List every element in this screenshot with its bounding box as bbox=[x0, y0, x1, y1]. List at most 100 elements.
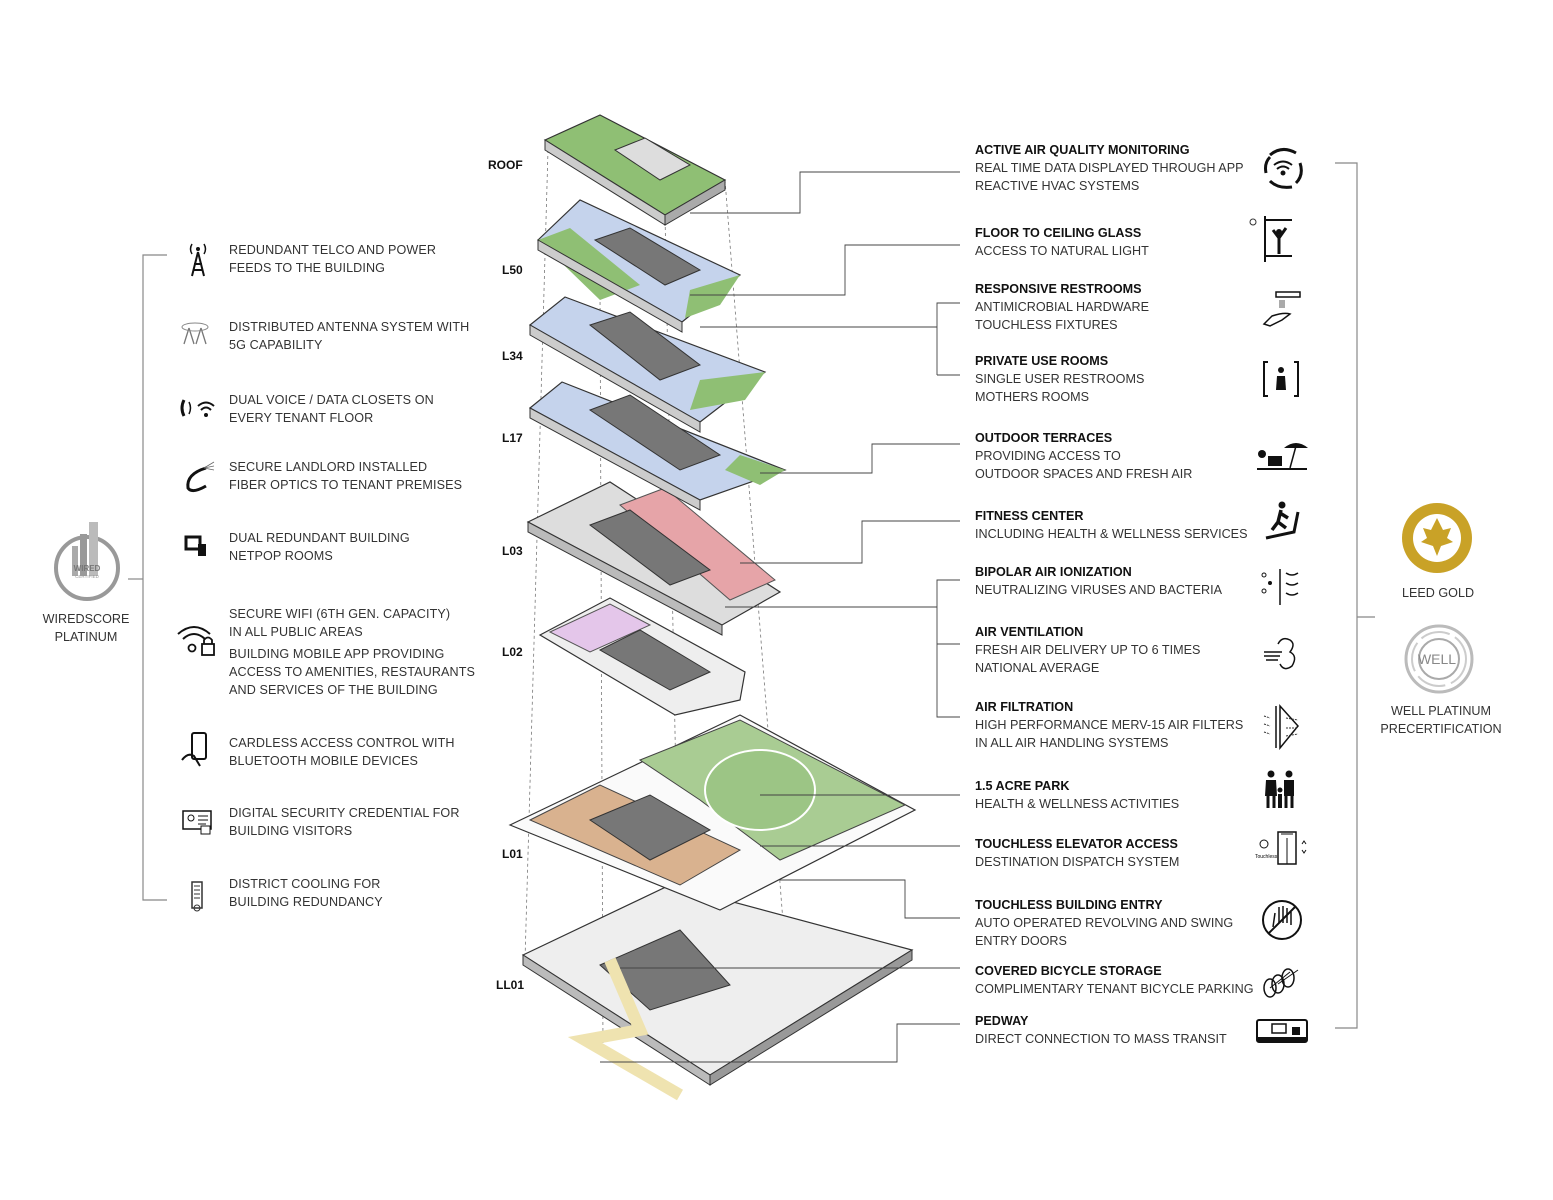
item-line: HIGH PERFORMANCE MERV-15 AIR FILTERS bbox=[975, 718, 1244, 732]
leed-gold-label: LEED GOLD bbox=[1401, 586, 1475, 600]
svg-text:CERTIFIED: CERTIFIED bbox=[75, 574, 99, 579]
left-item-antenna: DISTRIBUTED ANTENNA SYSTEM WITH 5G CAPABI… bbox=[229, 318, 469, 354]
item-line: AUTO OPERATED REVOLVING AND SWING bbox=[975, 916, 1234, 930]
touchless-text: Touchless bbox=[1255, 854, 1278, 860]
item-line: BUILDING VISITORS bbox=[229, 824, 353, 838]
left-item-cardless: CARDLESS ACCESS CONTROL WITH BLUETOOTH MO… bbox=[229, 734, 455, 770]
svg-text:WELL: WELL bbox=[1418, 651, 1456, 667]
left-item-credential: DIGITAL SECURITY CREDENTIAL FOR BUILDING … bbox=[229, 804, 460, 840]
item-line: BLUETOOTH MOBILE DEVICES bbox=[229, 754, 419, 768]
touchless-elevator-icon: Touchless bbox=[1254, 830, 1310, 870]
right-item-elevator: TOUCHLESS ELEVATOR ACCESS DESTINATION DIS… bbox=[975, 835, 1179, 871]
terrace-umbrella-icon bbox=[1256, 438, 1310, 478]
item-title: ACTIVE AIR QUALITY MONITORING bbox=[975, 143, 1190, 157]
item-line: INCLUDING HEALTH & WELLNESS SERVICES bbox=[975, 527, 1248, 541]
right-item-glass: FLOOR TO CEILING GLASS ACCESS TO NATURAL … bbox=[975, 224, 1149, 260]
right-item-ventilation: AIR VENTILATION FRESH AIR DELIVERY UP TO … bbox=[975, 623, 1200, 677]
touchless-faucet-icon bbox=[1262, 290, 1302, 330]
antenna-5g-icon bbox=[180, 320, 220, 360]
right-item-filtration: AIR FILTRATION HIGH PERFORMANCE MERV-15 A… bbox=[975, 698, 1243, 752]
family-park-icon bbox=[1262, 770, 1302, 810]
well-platinum-logo: WELL bbox=[1403, 622, 1477, 696]
item-line: NETPOP ROOMS bbox=[229, 549, 333, 563]
item-line: SECURE LANDLORD INSTALLED bbox=[229, 460, 428, 474]
item-title: FLOOR TO CEILING GLASS bbox=[975, 226, 1142, 240]
natural-light-icon bbox=[1246, 214, 1302, 266]
item-title: 1.5 ACRE PARK bbox=[975, 779, 1070, 793]
item-title: FITNESS CENTER bbox=[975, 509, 1084, 523]
item-line: DIGITAL SECURITY CREDENTIAL FOR bbox=[229, 806, 460, 820]
left-item-mobile-app: BUILDING MOBILE APP PROVIDING ACCESS TO A… bbox=[229, 645, 475, 699]
item-title: AIR FILTRATION bbox=[975, 700, 1074, 714]
item-line: FEEDS TO THE BUILDING bbox=[229, 261, 386, 275]
floor-l34-slab bbox=[528, 296, 767, 433]
item-title: AIR VENTILATION bbox=[975, 625, 1084, 639]
item-line: REAL TIME DATA DISPLAYED THROUGH APP bbox=[975, 161, 1244, 175]
item-title: TOUCHLESS ELEVATOR ACCESS bbox=[975, 837, 1178, 851]
left-item-wifi: SECURE WIFI (6TH GEN. CAPACITY)IN ALL PU… bbox=[229, 605, 450, 641]
air-ventilation-icon bbox=[1262, 634, 1302, 674]
item-line: ACCESS TO NATURAL LIGHT bbox=[975, 244, 1149, 258]
right-bracket bbox=[1335, 162, 1375, 1029]
item-line: FIBER OPTICS TO TENANT PREMISES bbox=[229, 478, 463, 492]
wiredscore-label: WIREDSCORE PLATINUM bbox=[26, 610, 146, 646]
item-line: CARDLESS ACCESS CONTROL WITH bbox=[229, 736, 455, 750]
treadmill-icon bbox=[1264, 500, 1304, 540]
left-item-telco: REDUNDANT TELCO AND POWER FEEDS TO THE BU… bbox=[229, 241, 436, 277]
item-title: PRIVATE USE ROOMS bbox=[975, 354, 1109, 368]
left-item-netpop: DUAL REDUNDANT BUILDING NETPOP ROOMS bbox=[229, 529, 410, 565]
item-line: ENTRY DOORS bbox=[975, 934, 1067, 948]
item-line: SECURE WIFI (6TH GEN. CAPACITY) bbox=[229, 607, 451, 621]
air-ionization-icon bbox=[1258, 565, 1299, 605]
floor-label-l17: L17 bbox=[502, 431, 523, 445]
item-line: 5G CAPABILITY bbox=[229, 338, 323, 352]
item-line: DESTINATION DISPATCH SYSTEM bbox=[975, 855, 1180, 869]
air-quality-icon bbox=[1262, 145, 1303, 189]
floor-ll01-slab bbox=[521, 884, 914, 1101]
item-line: COMPLIMENTARY TENANT BICYCLE PARKING bbox=[975, 982, 1254, 996]
right-item-fitness: FITNESS CENTER INCLUDING HEALTH & WELLNES… bbox=[975, 507, 1247, 543]
svg-text:WIRED: WIRED bbox=[74, 564, 101, 573]
floor-label-l50: L50 bbox=[502, 263, 523, 277]
badge-label-line: WELL PLATINUM bbox=[1390, 704, 1492, 718]
item-line: DIRECT CONNECTION TO MASS TRANSIT bbox=[975, 1032, 1227, 1046]
wiredscore-logo: WIRED CERTIFIED bbox=[52, 518, 122, 602]
item-title: PEDWAY bbox=[975, 1014, 1029, 1028]
item-line: ACCESS TO AMENITIES, RESTAURANTS bbox=[229, 665, 476, 679]
item-line: DUAL REDUNDANT BUILDING bbox=[229, 531, 410, 545]
item-line: DUAL VOICE / DATA CLOSETS ON bbox=[229, 393, 434, 407]
leader-lines bbox=[600, 171, 960, 1063]
badge-label-line: PRECERTIFICATION bbox=[1380, 722, 1502, 736]
private-room-icon bbox=[1262, 360, 1302, 400]
item-line: EVERY TENANT FLOOR bbox=[229, 411, 374, 425]
floor-l02-slab bbox=[538, 597, 746, 716]
floor-label-roof: ROOF bbox=[488, 158, 523, 172]
item-line: DISTRIBUTED ANTENNA SYSTEM WITH bbox=[229, 320, 470, 334]
item-title: TOUCHLESS BUILDING ENTRY bbox=[975, 898, 1163, 912]
right-item-pedway: PEDWAY DIRECT CONNECTION TO MASS TRANSIT bbox=[975, 1012, 1227, 1048]
bicycle-icon bbox=[1260, 962, 1306, 1002]
item-line: BUILDING MOBILE APP PROVIDING bbox=[229, 647, 445, 661]
item-title: OUTDOOR TERRACES bbox=[975, 431, 1113, 445]
item-line: NATIONAL AVERAGE bbox=[975, 661, 1100, 675]
item-title: BIPOLAR AIR IONIZATION bbox=[975, 565, 1132, 579]
floor-l03-slab bbox=[526, 481, 782, 636]
air-filter-icon bbox=[1262, 704, 1302, 750]
floor-label-l03: L03 bbox=[502, 544, 523, 558]
item-line: BUILDING REDUNDANCY bbox=[229, 895, 383, 909]
item-line: TOUCHLESS FIXTURES bbox=[975, 318, 1118, 332]
right-item-air-quality: ACTIVE AIR QUALITY MONITORING REAL TIME D… bbox=[975, 141, 1244, 195]
floor-label-l34: L34 bbox=[502, 349, 523, 363]
item-line: REDUNDANT TELCO AND POWER bbox=[229, 243, 437, 257]
voice-data-icon bbox=[180, 396, 220, 436]
item-line: HEALTH & WELLNESS ACTIVITIES bbox=[975, 797, 1180, 811]
item-line: IN ALL AIR HANDLING SYSTEMS bbox=[975, 736, 1169, 750]
item-line: FRESH AIR DELIVERY UP TO 6 TIMES bbox=[975, 643, 1201, 657]
secure-wifi-icon bbox=[176, 622, 216, 662]
left-bracket bbox=[128, 254, 167, 901]
item-line: AND SERVICES OF THE BUILDING bbox=[229, 683, 438, 697]
